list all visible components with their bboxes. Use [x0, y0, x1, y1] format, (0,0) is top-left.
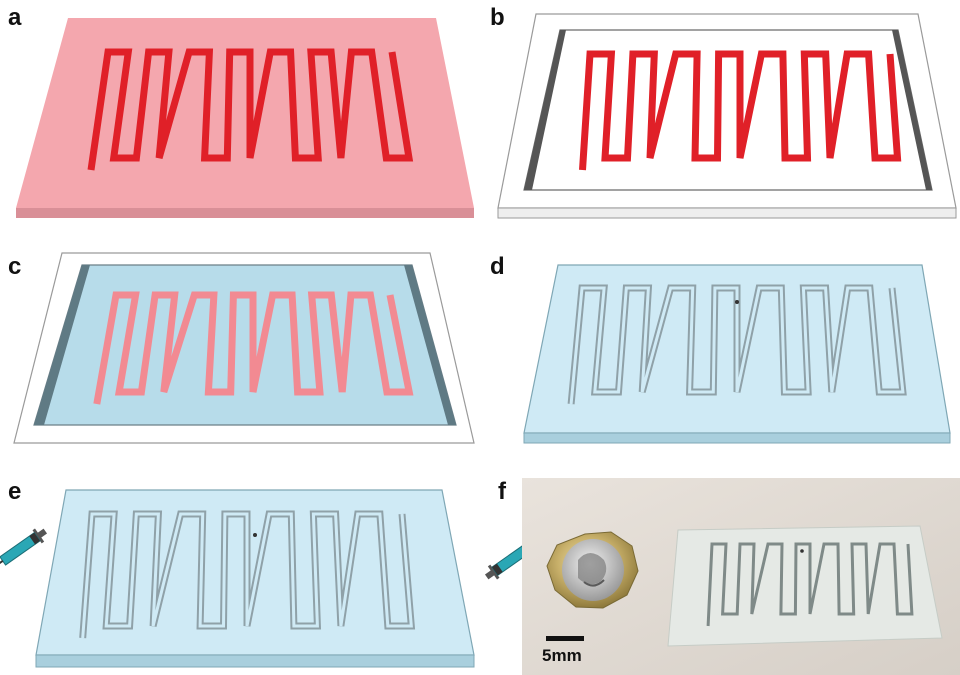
panel-e: e: [0, 450, 575, 675]
panel-label-b: b: [490, 4, 505, 31]
panel-label-f: f: [498, 478, 506, 505]
panel-c: c: [0, 225, 480, 450]
panel-f-photo: [522, 478, 960, 675]
frame-inner-wall-left: [524, 30, 566, 190]
device-side: [35, 654, 475, 668]
panel-label-c: c: [8, 253, 22, 280]
center-marker: [735, 300, 739, 304]
panel-c-illustration: [13, 252, 475, 444]
panel-label-e: e: [8, 478, 22, 505]
panel-d: d: [480, 225, 960, 450]
frame-inner-wall-left: [34, 265, 90, 425]
scale-bar-label: 5mm: [542, 646, 582, 665]
frame-side: [497, 207, 957, 219]
frame-inner-wall-right: [892, 30, 932, 190]
serpentine-channel: [579, 50, 902, 171]
frame-inner-wall-right: [404, 265, 456, 425]
panel-a: a: [0, 0, 480, 225]
scale-bar: [546, 636, 584, 641]
coin-icon: [546, 531, 639, 609]
device-side: [523, 432, 951, 444]
serpentine-channel: [567, 284, 907, 405]
pink-slab-side: [16, 208, 474, 218]
panel-f: f: [480, 450, 960, 675]
panel-label-d: d: [490, 253, 505, 280]
panel-b: b: [480, 0, 960, 225]
panel-e-illustration: [0, 489, 575, 668]
panel-d-illustration: [523, 264, 951, 444]
center-marker: [253, 533, 257, 537]
panel-label-a: a: [8, 4, 22, 31]
serpentine-channel-photo: [706, 542, 914, 627]
panel-b-illustration: [497, 13, 957, 219]
syringe-left-icon: [0, 528, 48, 593]
serpentine-channel: [79, 510, 416, 639]
serpentine-channel: [87, 48, 414, 171]
device-photo: [667, 525, 943, 647]
serpentine-channel: [93, 291, 414, 405]
center-marker: [800, 549, 804, 553]
panel-a-illustration: [16, 18, 474, 218]
